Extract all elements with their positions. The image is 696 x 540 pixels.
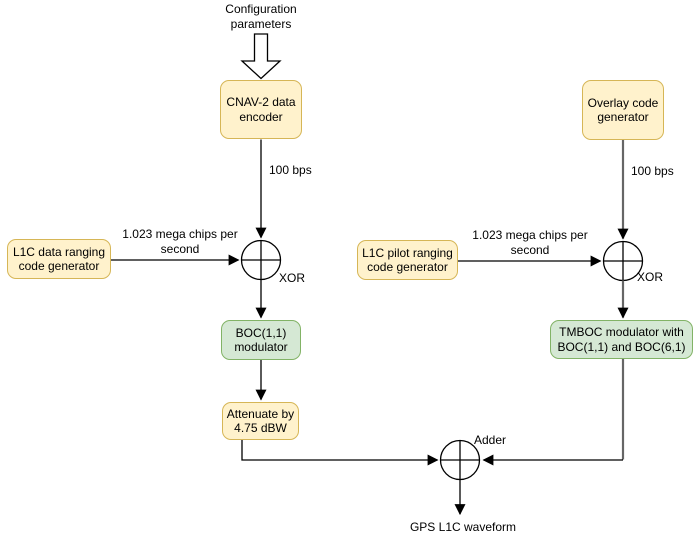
config-input-block-arrow-icon	[240, 33, 282, 80]
edge-label-100bps-left: 100 bps	[269, 163, 312, 177]
node-tmboc-modulator: TMBOC modulator with BOC(1,1) and BOC(6,…	[550, 320, 693, 359]
node-l1c-pilot-ranging-code-generator: L1C pilot ranging code generator	[357, 240, 458, 280]
xor2-label: XOR	[637, 270, 664, 284]
configuration-parameters-label: Configuration parameters	[225, 2, 297, 31]
edge-label-chip-rate-left: 1.023 mega chips per second	[122, 227, 238, 256]
connector-attenuate-to-adder	[241, 440, 439, 466]
edge-label-chip-rate-right: 1.023 mega chips per second	[472, 228, 588, 257]
edge-label-100bps-right: 100 bps	[631, 164, 674, 178]
node-overlay-code-generator: Overlay code generator	[582, 80, 664, 140]
node-cnav2-data-encoder: CNAV-2 data encoder	[220, 80, 302, 139]
node-boc11-modulator: BOC(1,1) modulator	[221, 320, 301, 360]
node-attenuate: Attenuate by 4.75 dBW	[222, 402, 299, 440]
node-l1c-data-ranging-code-generator: L1C data ranging code generator	[7, 239, 111, 279]
adder-label: Adder	[474, 433, 507, 447]
output-waveform-label: GPS L1C waveform	[409, 520, 517, 534]
xor1-label: XOR	[279, 271, 306, 285]
